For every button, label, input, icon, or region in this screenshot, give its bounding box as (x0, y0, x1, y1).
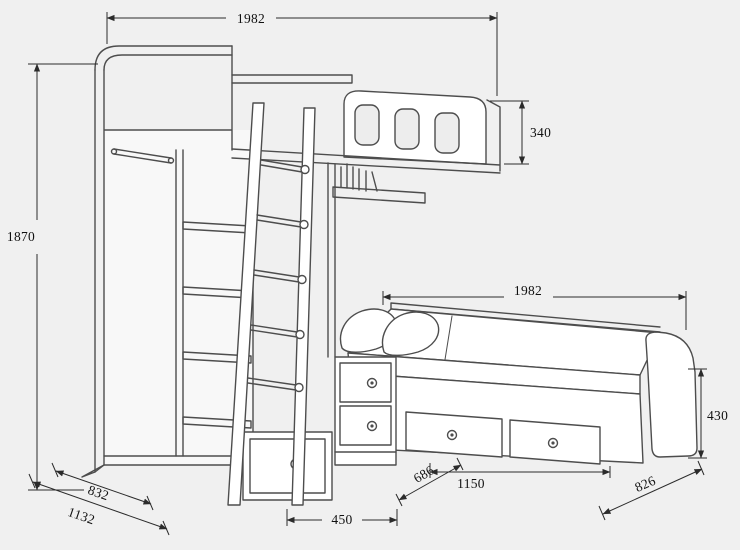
under-bunk-shelf (327, 162, 426, 358)
dimension-top-width: 1982 (106, 11, 498, 96)
dimensions: 1982 1870 340 1982 430 832 (7, 11, 728, 536)
dim-label-wardrobe-depth: 832 (86, 482, 111, 503)
cabinet-drawer (339, 362, 392, 403)
ladder-rungs (247, 159, 310, 393)
rail-window (394, 108, 420, 150)
hanging-rod (110, 148, 175, 164)
dim-label-drawer-span: 1150 (457, 476, 485, 491)
dimension-ladder-depth: 450 (286, 509, 398, 527)
wardrobe-shelf (182, 286, 252, 299)
ladder-rail (291, 107, 316, 506)
dimension-wardrobe-depth: 832 (51, 462, 154, 511)
ladder (227, 102, 316, 506)
lower-bed (339, 302, 698, 465)
bed-drawer (509, 419, 601, 465)
drawer-handle (551, 441, 555, 445)
dimension-bed-length: 1982 (382, 283, 687, 330)
dimension-overall-depth: 1132 (28, 473, 170, 536)
dimension-bed-width: 826 (598, 460, 705, 521)
drawer-handle (446, 429, 458, 441)
ladder-rung (256, 214, 302, 228)
ladder-rail (227, 102, 265, 506)
wardrobe-shelf (182, 416, 252, 429)
wardrobe-shelf (182, 221, 252, 234)
dim-label-cabinet-depth: 686 (411, 462, 437, 486)
dim-label-rail-height: 340 (530, 125, 551, 140)
dim-label-bed-width: 826 (632, 473, 657, 495)
wardrobe-shelf (182, 351, 252, 364)
books (340, 163, 378, 192)
ladder-rung (250, 324, 298, 338)
upper-bunk (231, 74, 501, 174)
dim-label-bed-height: 430 (707, 408, 728, 423)
ladder-rung (260, 159, 303, 173)
dimension-overall-height: 1870 (7, 63, 98, 491)
wardrobe (81, 130, 254, 478)
wardrobe-divider (175, 149, 184, 457)
furniture (81, 45, 698, 506)
ladder-rung (247, 377, 297, 391)
dim-label-overall-depth: 1132 (66, 504, 97, 527)
drawer-handle (547, 437, 559, 449)
dim-label-bed-length: 1982 (514, 283, 542, 298)
ladder-step-drawer (242, 431, 333, 501)
support-post (327, 162, 336, 358)
dimension-bed-height: 430 (688, 368, 728, 459)
dim-label-overall-height: 1870 (7, 229, 35, 244)
drawer-handle (366, 420, 378, 432)
drawer-handle (370, 424, 374, 428)
bunk-platform (231, 99, 501, 174)
dim-label-top-width: 1982 (237, 11, 265, 26)
rail-window (354, 104, 380, 146)
dim-label-ladder-depth: 450 (331, 512, 352, 527)
cabinet-drawer (339, 405, 392, 446)
bed-drawer (405, 411, 503, 458)
drawer-handle (366, 377, 378, 389)
back-rail (231, 74, 353, 84)
headboard-panel (94, 45, 233, 473)
dimension-rail-height: 340 (490, 100, 551, 165)
drawer-cabinet (334, 356, 397, 466)
drawer-handle (450, 433, 454, 437)
pillow (381, 311, 440, 357)
drawer-handle (370, 381, 374, 385)
rail-window (434, 112, 460, 154)
ladder-rung (253, 269, 300, 283)
footboard (645, 331, 698, 458)
